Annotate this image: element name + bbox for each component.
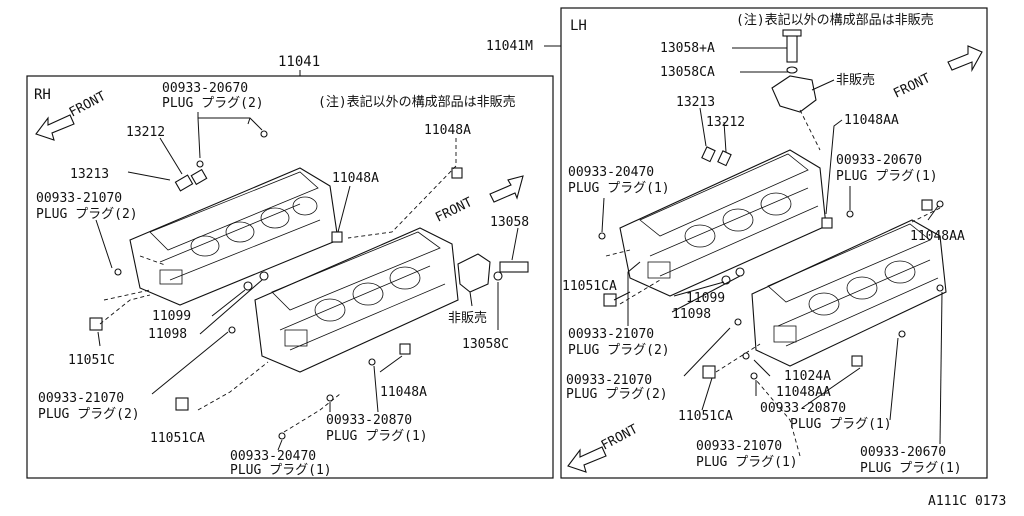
lh-plug-21070-mid-number: 00933-21070 [568, 327, 654, 342]
rh-label-11099: 11099 [152, 309, 191, 324]
lh-panel-title: LH [570, 18, 587, 34]
lh-plug-20670-bot-name: PLUG プラグ(1) [860, 461, 962, 476]
rh-plug-20870-name: PLUG プラグ(1) [326, 429, 428, 444]
rh-plug-21070-bot-number: 00933-21070 [38, 391, 124, 406]
lh-label-13212: 13212 [706, 115, 745, 130]
lh-label-11099: 11099 [686, 291, 725, 306]
rh-front-arrow-icon [35, 114, 75, 141]
lh-front-bottom-label: FRONT [599, 422, 641, 454]
lh-front-arrow-bottom-icon [567, 446, 607, 473]
rh-label-13058: 13058 [490, 215, 529, 230]
rh-bolt-13058-icon [499, 261, 529, 273]
figure-code: A111C 0173 [928, 494, 1006, 509]
lh-plug-20470-name: PLUG プラグ(1) [568, 181, 670, 196]
rh-plug-20670-number: 00933-20670 [162, 81, 248, 96]
lh-label-11051ca-bot: 11051CA [678, 409, 733, 424]
lh-front-arrow-icon [947, 45, 983, 73]
lh-label-11098: 11098 [672, 307, 711, 322]
rh-plug-20670-name: PLUG プラグ(2) [162, 96, 264, 111]
lh-label-13058a: 13058+A [660, 41, 715, 56]
rh-label-11051c: 11051C [68, 353, 115, 368]
rh-label-11048a-mid: 11048A [332, 171, 379, 186]
lh-upper-cylinder-head [619, 149, 827, 297]
lh-label-11024a: 11024A [784, 369, 831, 384]
lh-11051ca-top-icon [603, 293, 617, 307]
rh-plug-20870-number: 00933-20870 [326, 413, 412, 428]
lh-11051ca-bot-icon [702, 365, 716, 379]
rh-label-11098: 11098 [148, 327, 187, 342]
lh-plug-20470-number: 00933-20470 [568, 165, 654, 180]
rh-assembly-number: 11041 [278, 54, 320, 70]
rh-11051ca-icon [175, 397, 189, 411]
lh-plug-20870-name: PLUG プラグ(1) [790, 417, 892, 432]
rh-frame [26, 75, 554, 479]
lh-plug-20670-bot-number: 00933-20670 [860, 445, 946, 460]
lh-label-13058ca: 13058CA [660, 65, 715, 80]
lh-washer-13058ca-icon [786, 66, 798, 74]
rh-front-mid-label: FRONT [433, 195, 475, 226]
lh-label-11051ca-top: 11051CA [562, 279, 617, 294]
lh-plug-21070-bot-name: PLUG プラグ(1) [696, 455, 798, 470]
rh-plug-21070-top-name: PLUG プラグ(2) [36, 207, 138, 222]
rh-hibanbai: 非販売 [448, 310, 487, 326]
rh-plug-20470-name: PLUG プラグ(1) [230, 463, 332, 478]
lh-plug-21070-low-name: PLUG プラグ(2) [566, 387, 668, 402]
lh-plug-21070-mid-name: PLUG プラグ(2) [568, 343, 670, 358]
lh-label-11048aa-top: 11048AA [844, 113, 899, 128]
rh-11051c-icon [89, 317, 103, 331]
lh-note: (注)表記以外の構成部品は非販売 [736, 12, 934, 28]
rh-label-11051ca: 11051CA [150, 431, 205, 446]
lh-plug-21070-bot-number: 00933-21070 [696, 439, 782, 454]
lh-hibanbai: 非販売 [836, 72, 875, 88]
rh-front-arrow-mid-icon [489, 175, 524, 203]
rh-label-11048a-top: 11048A [424, 123, 471, 138]
lh-lower-cylinder-head [751, 219, 947, 367]
rh-cam-bracket [457, 253, 529, 293]
rh-panel-title: RH [34, 87, 51, 103]
rh-front-label: FRONT [67, 89, 109, 121]
rh-upper-cylinder-head [129, 167, 339, 306]
rh-plug-21070-top-number: 00933-21070 [36, 191, 122, 206]
lh-panel: LH 11041M (注)表記以外の構成部品は非販売 FRONT FRONT [486, 7, 988, 479]
rh-note: (注)表記以外の構成部品は非販売 [318, 94, 516, 110]
lh-label-11048aa-right: 11048AA [910, 229, 965, 244]
lh-assembly-number: 11041M [486, 39, 533, 54]
rh-label-13213: 13213 [70, 167, 109, 182]
lh-plug-20670-top-name: PLUG プラグ(1) [836, 169, 938, 184]
rh-washer-13058c-icon [493, 271, 503, 281]
rh-plug-21070-bot-name: PLUG プラグ(2) [38, 407, 140, 422]
lh-label-13213: 13213 [676, 95, 715, 110]
rh-label-13212: 13212 [126, 125, 165, 140]
lh-label-11048aa-bot: 11048AA [776, 385, 831, 400]
lh-plug-21070-low-number: 00933-21070 [566, 373, 652, 388]
rh-label-13058c: 13058C [462, 337, 509, 352]
lh-plug-20870-number: 00933-20870 [760, 401, 846, 416]
lh-cam-bracket [771, 29, 817, 113]
lh-frame [560, 7, 988, 479]
rh-panel: RH 11041 (注)表記以外の構成部品は非販売 FRONT FRONT [26, 54, 554, 479]
lh-front-label: FRONT [891, 71, 933, 102]
rh-label-11048a-bot: 11048A [380, 385, 427, 400]
rh-plug-20470-number: 00933-20470 [230, 449, 316, 464]
lh-plug-20670-top-number: 00933-20670 [836, 153, 922, 168]
rh-lower-cylinder-head [254, 227, 459, 373]
